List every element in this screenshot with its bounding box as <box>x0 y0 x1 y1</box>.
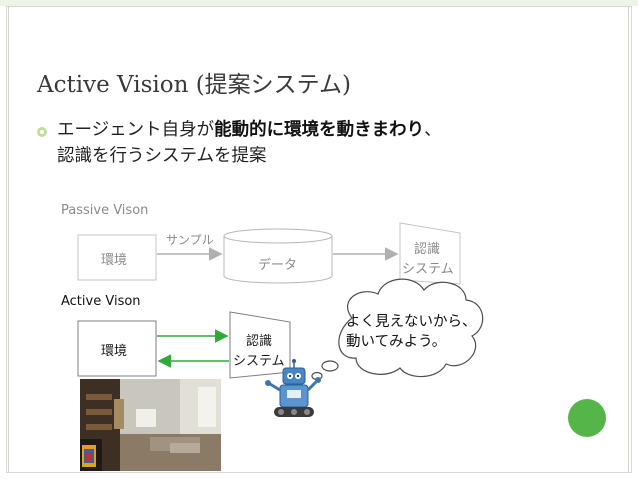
top-band <box>0 0 638 6</box>
bullet-marker <box>37 127 47 137</box>
decorative-green-circle <box>568 399 606 437</box>
data-label: データ <box>258 258 298 273</box>
room-photo <box>80 379 221 471</box>
emphasized-text: 能動的に環境を動きまわり <box>214 120 425 140</box>
passive-environment-label: 環境 <box>101 253 128 268</box>
active-vision-heading: Active Vison <box>61 294 141 309</box>
thought-text: よく見えないから、 動いてみよう。 <box>346 312 477 352</box>
robot-icon <box>265 359 321 417</box>
bullet-text-line1: エージェント自身が能動的に環境を動きまわり、 <box>57 120 442 140</box>
active-recognition-label-1: 認識 <box>246 334 273 349</box>
thought-text-line2: 動いてみよう。 <box>346 334 447 350</box>
passive-recognition-label-1: 認識 <box>414 242 441 257</box>
data-cylinder <box>223 228 333 284</box>
thought-cloud <box>311 278 484 381</box>
slide-title: Active Vision (提案システム) <box>37 72 351 98</box>
bullet-text-line2: 認識を行うシステムを提案 <box>57 146 267 166</box>
active-recognition-label-2: システム <box>233 354 285 369</box>
slide-frame <box>6 6 632 473</box>
passive-recognition-shape <box>399 222 461 285</box>
thought-text-line1: よく見えないから、 <box>346 314 477 330</box>
frame-line-left <box>8 6 9 473</box>
passive-recognition-label-2: システム <box>402 262 454 277</box>
passive-vision-heading: Passive Vison <box>61 203 149 218</box>
passive-environment-box <box>77 234 157 281</box>
frame-line-right <box>628 6 629 473</box>
sample-label: サンプル <box>166 233 214 247</box>
active-environment-box <box>77 320 157 377</box>
active-environment-label: 環境 <box>101 344 128 359</box>
